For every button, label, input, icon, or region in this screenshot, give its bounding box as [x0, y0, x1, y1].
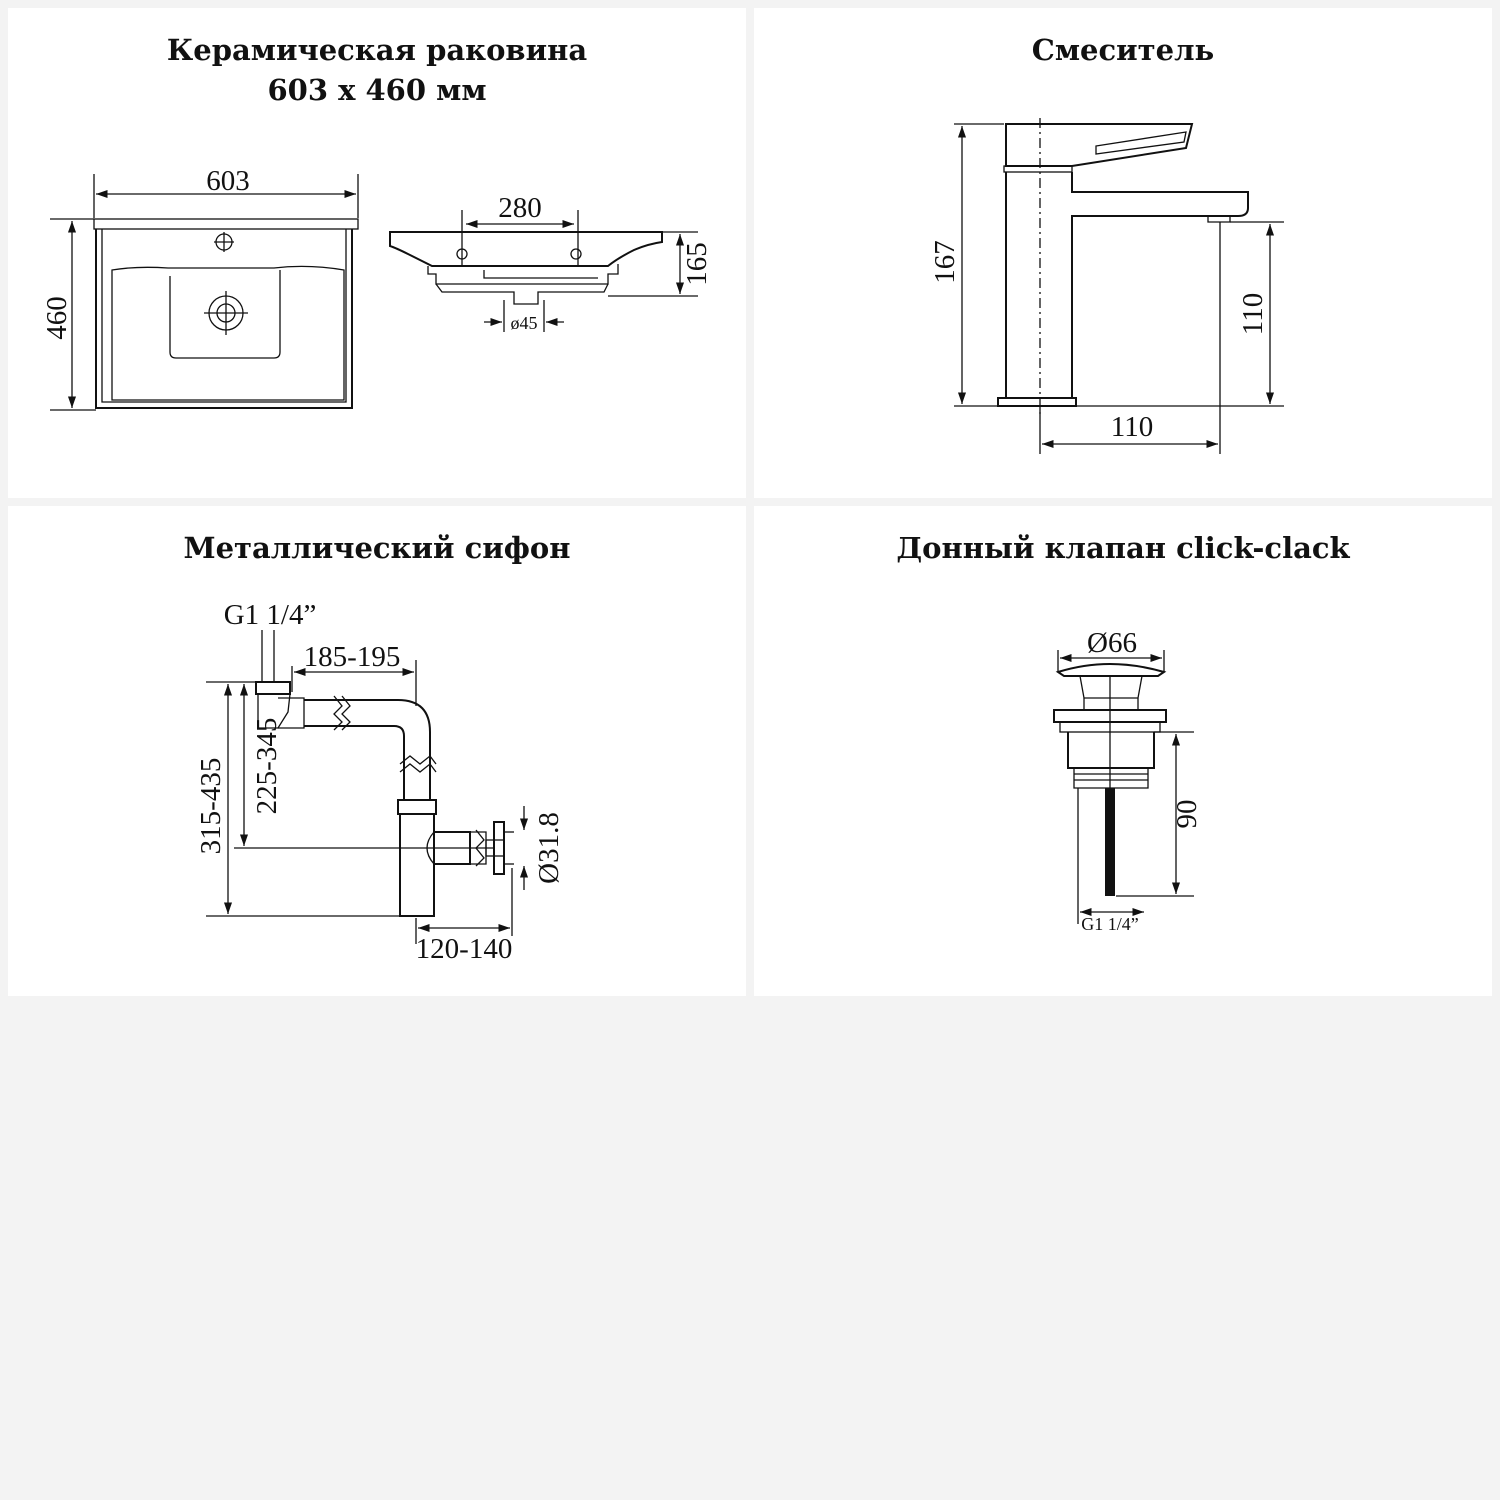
faucet-spout-height-label: 110	[1237, 293, 1269, 335]
siphon-title: Металлический сифон	[183, 531, 571, 565]
sink-side-view: 280 165 ø45	[389, 192, 713, 333]
siphon-total-height-label: 315-435	[195, 758, 227, 855]
valve-body	[1053, 662, 1167, 924]
sink-title-line1: Керамическая раковина	[166, 33, 588, 67]
sink-depth-dimension: 460	[41, 218, 96, 411]
sink-width-label: 603	[206, 165, 250, 197]
valve-panel: Донный клапан click-clack Ø66	[754, 506, 1492, 996]
faucet-height-label: 167	[929, 240, 961, 284]
sink-title: Керамическая раковина 603 x 460 мм	[8, 30, 746, 110]
faucet-panel: Смеситель 167 110	[754, 8, 1492, 498]
sink-panel: Керамическая раковина 603 x 460 мм	[8, 8, 746, 498]
siphon-thread-label: G1 1/4”	[224, 599, 317, 631]
faucet-drawing: 167 110 110	[929, 118, 1284, 454]
sink-depth-label: 460	[41, 296, 73, 340]
faucet-spout-reach-dimension: 110	[1039, 222, 1221, 454]
faucet-height-dimension: 167	[929, 123, 1004, 407]
siphon-body	[255, 681, 514, 917]
siphon-outlet-label: Ø31.8	[533, 812, 565, 884]
siphon-thread-dimension: G1 1/4”	[224, 599, 317, 682]
siphon-total-height-dimension: 315-435	[195, 681, 400, 917]
sink-height-label: 165	[681, 242, 713, 286]
faucet-spout-reach-label: 110	[1111, 411, 1153, 443]
siphon-horizontal-dimension: 185-195	[291, 641, 417, 706]
valve-thread-dimension: G1 1/4”	[1080, 907, 1144, 934]
valve-height-label: 90	[1171, 800, 1203, 829]
sink-title-line2: 603 x 460 мм	[267, 73, 487, 107]
valve-diameter-dimension: Ø66	[1057, 627, 1165, 672]
siphon-panel: Металлический сифон	[8, 506, 746, 996]
siphon-outlet-dimension: Ø31.8	[519, 806, 565, 890]
siphon-inner-height-label: 225-345	[251, 718, 283, 815]
valve-thread-label: G1 1/4”	[1081, 914, 1139, 934]
siphon-drawing: G1 1/4” 185-195 315-435 225-345 Ø31.8	[195, 599, 565, 965]
valve-height-dimension: 90	[1116, 731, 1203, 897]
faucet-title: Смеситель	[1031, 33, 1215, 67]
siphon-depth-label: 120-140	[416, 933, 513, 965]
siphon-horizontal-label: 185-195	[304, 641, 401, 673]
sink-top-view	[93, 218, 359, 409]
siphon-depth-dimension: 120-140	[415, 868, 513, 965]
sink-drain-label: ø45	[511, 313, 538, 333]
sink-drawing: 603 460 280 165	[41, 165, 713, 411]
sink-width-dimension: 603	[93, 165, 359, 218]
valve-title: Донный клапан click-clack	[896, 531, 1350, 565]
sink-holes-label: 280	[498, 192, 542, 224]
valve-drawing: Ø66 90 G1 1/4”	[1053, 627, 1203, 934]
faucet-body	[997, 118, 1249, 418]
siphon-inner-height-dimension: 225-345	[234, 684, 494, 849]
faucet-spout-height-dimension: 110	[1076, 221, 1284, 407]
valve-diameter-label: Ø66	[1087, 627, 1137, 659]
